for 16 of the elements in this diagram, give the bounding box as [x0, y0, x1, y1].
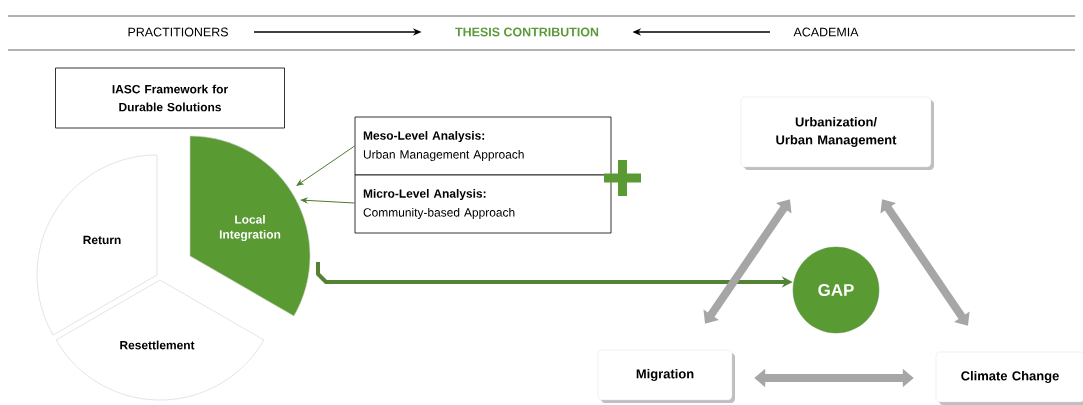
- pie-slice: Local Integration: [189, 135, 311, 317]
- pie-slice: Resettlement: [55, 279, 265, 401]
- title-box: IASC Framework for Durable Solutions: [55, 67, 285, 129]
- analysis-box: Meso-Level Analysis: Urban Management Approach: [354, 116, 612, 176]
- header-label: PRACTITIONERS: [128, 27, 228, 37]
- concept-box: Climate Change: [935, 351, 1083, 405]
- arrow: [703, 199, 792, 324]
- arrow: [880, 199, 970, 326]
- arrow: [300, 197, 356, 204]
- header-title: THESIS CONTRIBUTION: [455, 27, 599, 37]
- analysis-box: Micro-Level Analysis: Community-based Approach: [354, 174, 612, 234]
- concept-box: Migration: [597, 349, 735, 403]
- concept-box: Urbanization/ Urban Management: [740, 96, 934, 170]
- pie-slice: Return: [36, 154, 158, 336]
- header-label: ACADEMIA: [793, 27, 859, 37]
- arrow: [296, 145, 356, 186]
